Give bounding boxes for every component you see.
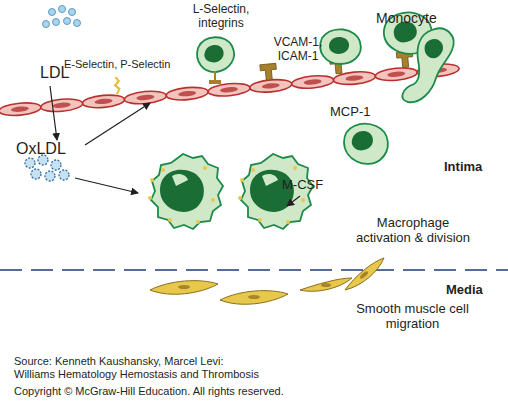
molecule-label: VCAM-1, ICAM-1 (268, 36, 328, 64)
molecule-label: OxLDL (16, 140, 86, 158)
cell-label: Monocyte (376, 10, 456, 26)
elastic-lamina (0, 269, 508, 271)
molecule-label: L-Selectin, integrins (186, 3, 256, 31)
layer-label: Intima (444, 160, 504, 175)
process-label: Macrophage activation & division (352, 216, 474, 246)
arrows (50, 86, 300, 206)
molecule-label: M-CSF (282, 178, 342, 193)
transmigrating-monocyte (402, 28, 453, 102)
oxldl-particles (25, 155, 69, 181)
source-note: Source: Kenneth Kaushansky, Marcel Levi:… (14, 355, 266, 380)
intima-monocyte (344, 124, 388, 164)
process-label: Smooth muscle cell migration (350, 302, 475, 332)
copyright-note: Copyright © McGraw-Hill Education. All r… (14, 385, 344, 398)
molecule-label: E-Selectin, P-Selectin (64, 58, 214, 71)
layer-label: Media (446, 283, 506, 298)
molecule-label: MCP-1 (330, 105, 390, 120)
macrophage (148, 154, 223, 229)
smooth-muscle-cells (150, 258, 384, 304)
ldl-particles (43, 6, 81, 28)
adhering-monocyte (320, 29, 361, 64)
rolling-monocyte (197, 37, 234, 84)
